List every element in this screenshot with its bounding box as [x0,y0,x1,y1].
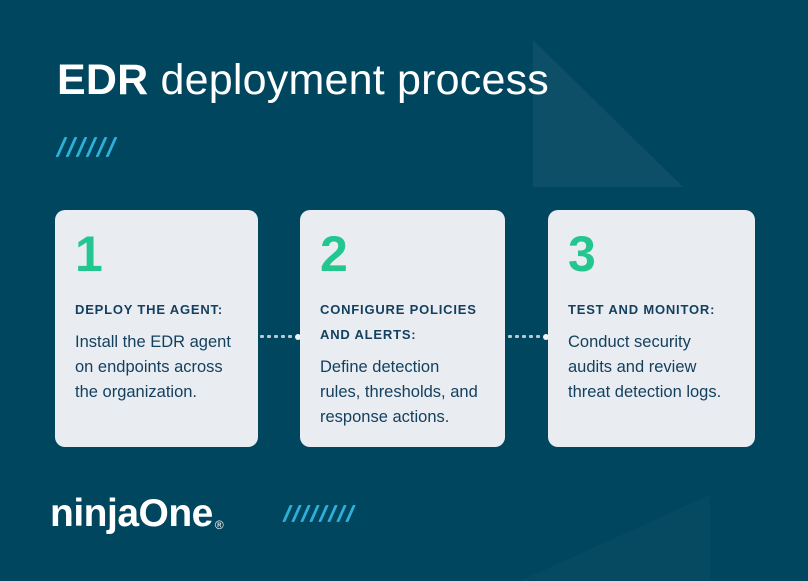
connector-dash [274,335,278,338]
slash-icon [327,505,338,522]
step-card-1: 1 DEPLOY THE AGENT: Install the EDR agen… [55,210,258,447]
step-heading: TEST AND MONITOR: [568,302,716,317]
connector-dash [536,335,540,338]
step-card-2: 2 CONFIGURE POLICIES AND ALERTS: Define … [300,210,505,447]
background-triangle-bottom-decoration [520,495,710,581]
step-body: Conduct security audits and review threa… [568,330,735,405]
step-body-line: Conduct security [568,333,691,351]
step-heading: DEPLOY THE AGENT: [75,302,223,317]
background-triangle-top-decoration [533,40,683,187]
step-body: Define detection rules, thresholds, and … [320,355,485,430]
slash-icon [336,505,347,522]
step-body-line: Install the EDR agent [75,333,231,351]
slash-icon [282,505,293,522]
step-card-3: 3 TEST AND MONITOR: Conduct security aud… [548,210,755,447]
slash-icon [345,505,356,522]
connector-dash [288,335,292,338]
slash-icon [105,137,118,157]
slash-icon [309,505,320,522]
ninjaone-logo-text: ninjaOne [50,492,213,535]
ninjaone-logo: ninjaOne® [50,492,224,544]
step-body-line: the organization. [75,383,198,401]
footer-slashes-decoration [282,505,358,522]
connector-dot [543,333,549,340]
connector-dashed-line-2 [504,333,549,340]
step-number: 1 [75,226,103,282]
step-body-line: rules, thresholds, and [320,383,478,401]
connector-dash [522,335,526,338]
connector-dashed-line-1 [257,333,301,340]
connector-dash [529,335,533,338]
slash-icon [300,505,311,522]
title-rest: deployment process [160,56,549,104]
step-body-line: response actions. [320,408,450,426]
page-title: EDR deployment process [57,56,549,104]
step-body-line: Define detection [320,358,440,376]
connector-dash [267,335,271,338]
step-body: Install the EDR agent on endpoints acros… [75,330,238,405]
step-heading: CONFIGURE POLICIES AND ALERTS: [320,302,477,342]
connector-dash [260,335,264,338]
title-emphasis: EDR [57,56,149,104]
step-body-line: audits and review [568,358,697,376]
connector-dash [508,335,512,338]
step-body-line: on endpoints across [75,358,223,376]
step-number: 2 [320,226,348,282]
connector-dash [281,335,285,338]
connector-dot [295,333,301,340]
step-number: 3 [568,226,596,282]
step-body-line: threat detection logs. [568,383,722,401]
connector-dash [515,335,519,338]
slash-icon [291,505,302,522]
registered-trademark-mark: ® [214,518,224,532]
slash-icon [318,505,329,522]
title-slashes-decoration [55,137,120,157]
